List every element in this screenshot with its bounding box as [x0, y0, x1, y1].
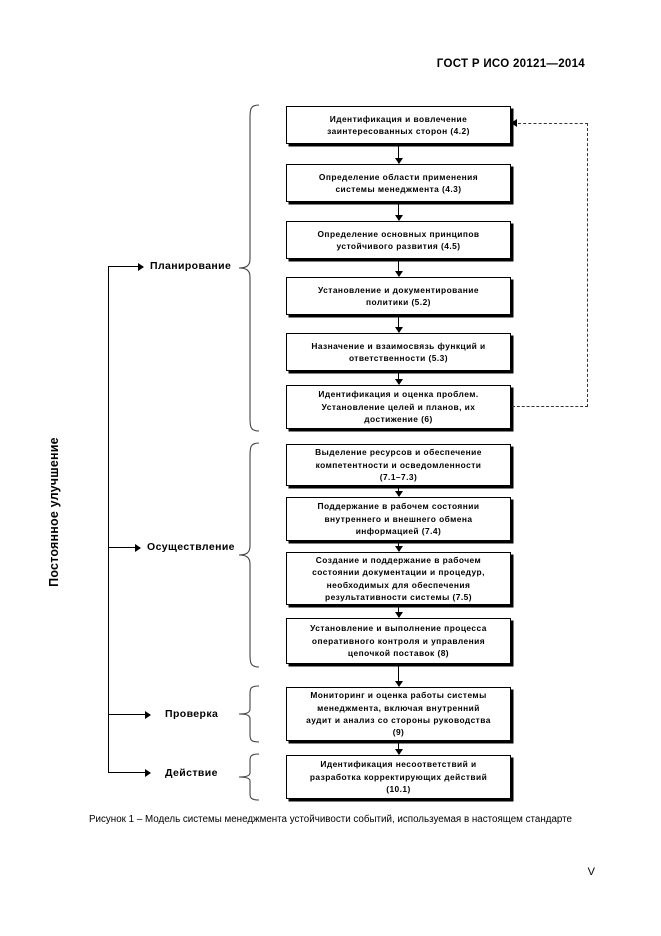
- flow-box-b1: Идентификация и вовлечение заинтересован…: [286, 106, 511, 144]
- box-line: информацией (7.4): [355, 526, 442, 537]
- box-line: Выделение ресурсов и обеспечение: [315, 447, 482, 458]
- figure-caption: Рисунок 1 – Модель системы менеджмента у…: [89, 814, 572, 825]
- box-line: Установление и выполнение процесса: [310, 623, 487, 634]
- connector-arrow-b1-b2: [393, 144, 405, 164]
- box-line: Назначение и взаимосвязь функций и: [311, 340, 486, 351]
- feedback-line-right: [587, 123, 588, 407]
- flow-box-b2: Определение области применения системы м…: [286, 164, 511, 202]
- connector-arrow-b9-b10: [393, 605, 405, 618]
- box-line: необходимых для обеспечения: [326, 579, 471, 590]
- box-line: Поддержание в рабочем состоянии: [317, 501, 480, 512]
- box-line: компетентности и осведомленности: [315, 459, 482, 470]
- box-line: менеджмента, включая внутренний: [317, 702, 480, 713]
- box-line: разработка корректирующих действий: [309, 771, 488, 782]
- trunk-arrow-implementation: [108, 542, 141, 553]
- brace-implementation: [238, 442, 260, 668]
- page-number: V: [587, 866, 595, 878]
- connector-arrow-b7-b8: [393, 486, 405, 497]
- connector-arrow-b10-b11: [393, 664, 405, 687]
- phase-label-check: Проверка: [165, 708, 219, 720]
- flow-box-b9: Создание и поддержание в рабочем состоян…: [286, 552, 511, 605]
- box-line: системы менеджмента (4.3): [335, 184, 462, 194]
- connector-arrow-b4-b5: [393, 315, 405, 333]
- connector-arrow-b5-b6: [393, 371, 405, 385]
- box-line: цепочкой поставок (8): [347, 648, 450, 659]
- trunk-arrow-check: [108, 709, 151, 720]
- connector-arrow-b8-b9: [393, 541, 405, 552]
- flow-box-b10: Установление и выполнение процесса опера…: [286, 618, 511, 664]
- box-line: (10.1): [386, 784, 411, 795]
- box-line: (9): [392, 727, 405, 738]
- box-line: состоянии документации и процедур,: [312, 567, 485, 578]
- flow-box-b8: Поддержание в рабочем состоянии внутренн…: [286, 497, 511, 541]
- box-line: Определение области применения: [318, 171, 479, 182]
- flow-box-b6: Идентификация и оценка проблем. Установл…: [286, 385, 511, 429]
- brace-check: [238, 685, 260, 743]
- box-line: Идентификация несоответствий и: [320, 759, 477, 770]
- box-line: Идентификация и вовлечение: [329, 113, 468, 124]
- phase-label-implementation: Осуществление: [147, 541, 235, 553]
- flow-box-b11: Мониторинг и оценка работы системы менед…: [286, 687, 511, 741]
- box-line: Создание и поддержание в рабочем: [315, 554, 482, 565]
- box-line: достижение (6): [364, 414, 433, 425]
- standard-header: ГОСТ Р ИСО 20121—2014: [436, 58, 585, 70]
- box-line: Идентификация и оценка проблем.: [318, 389, 479, 400]
- phase-label-planning: Планирование: [150, 260, 232, 272]
- brace-act: [238, 753, 260, 801]
- connector-arrow-b11-b12: [393, 741, 405, 755]
- continual-improvement-label: Постоянное улучшение: [47, 437, 61, 587]
- box-line: аудит и анализ со стороны руководства: [306, 715, 491, 725]
- connector-arrow-b2-b3: [393, 202, 405, 221]
- box-line: внутреннего и внешнего обмена: [324, 513, 473, 524]
- improvement-trunk-line: [108, 266, 110, 772]
- flow-box-b7: Выделение ресурсов и обеспечение компете…: [286, 444, 511, 486]
- box-line: устойчивого развития (4.5): [336, 241, 461, 251]
- flow-box-b12: Идентификация несоответствий и разработк…: [286, 755, 511, 799]
- box-line: заинтересованных сторон (4.2): [327, 126, 470, 136]
- feedback-line-bottom: [512, 406, 588, 407]
- flow-box-b5: Назначение и взаимосвязь функций и ответ…: [286, 333, 511, 371]
- box-line: оперативного контроля и управления: [311, 635, 486, 646]
- flow-box-b3: Определение основных принципов устойчиво…: [286, 221, 511, 259]
- box-line: Мониторинг и оценка работы системы: [310, 690, 487, 701]
- box-line: результативности системы (7.5): [325, 591, 472, 602]
- trunk-arrow-act: [108, 767, 151, 778]
- box-line: (7.1–7.3): [379, 472, 418, 483]
- flow-box-b4: Установление и документирование политики…: [286, 277, 511, 315]
- box-line: ответственности (5.3): [348, 353, 449, 363]
- feedback-arrowhead-icon: [511, 119, 517, 127]
- trunk-arrow-planning: [108, 261, 144, 272]
- box-line: политики (5.2): [366, 297, 431, 307]
- brace-planning: [238, 104, 260, 432]
- phase-label-act: Действие: [165, 767, 218, 779]
- box-line: Установление целей и планов, их: [321, 401, 476, 412]
- box-line: Определение основных принципов: [317, 228, 480, 239]
- connector-arrow-b3-b4: [393, 259, 405, 277]
- feedback-line-top: [518, 123, 588, 124]
- box-line: Установление и документирование: [318, 284, 479, 295]
